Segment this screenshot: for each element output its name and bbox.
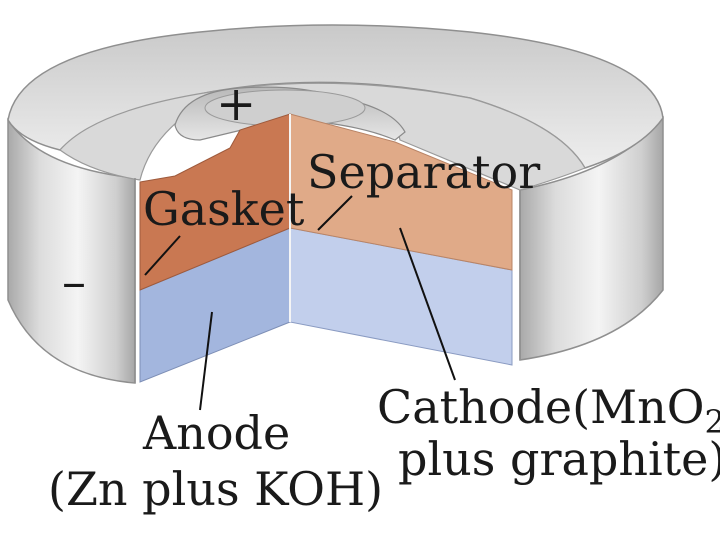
gasket-region [139,113,291,291]
cathode-label-line1: Cathode(MnO2 [377,380,720,441]
separator-leader [317,195,353,231]
cathode-leader [399,227,456,381]
cathode-label-line2: plus graphite) [398,432,720,486]
anode-label-line1: Anode [142,406,290,460]
cathode-label-text: Cathode(MnO [377,380,704,434]
gasket-leader [144,235,181,276]
minus-sign-label: – [62,254,86,310]
gasket-label: Gasket [143,182,305,236]
cathode-subscript: 2 [704,403,720,441]
anode-label-line2: (Zn plus KOH) [48,462,383,516]
outer-can [7,24,664,384]
anode-leader [199,311,213,411]
separator-label: Separator [307,145,540,199]
plus-sign-label: + [216,76,256,132]
